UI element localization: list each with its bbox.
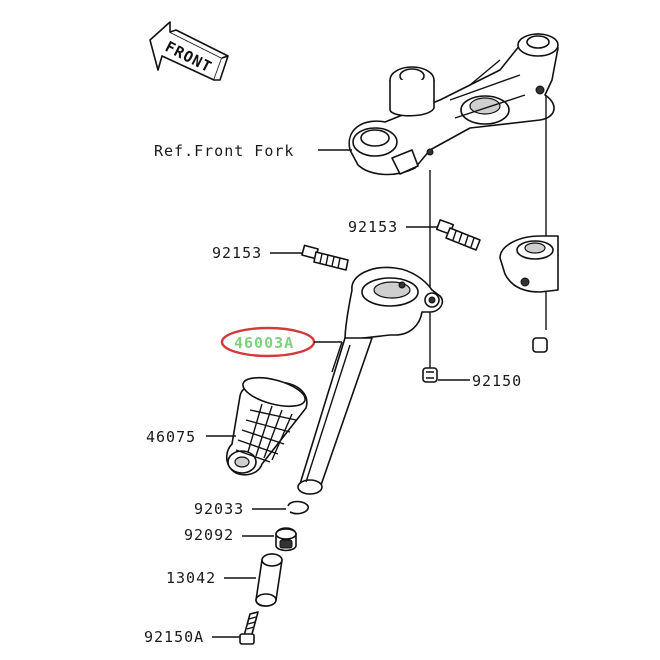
upper-triple-clamp bbox=[348, 33, 559, 176]
front-arrow-icon: FRONT bbox=[149, 21, 229, 81]
handlebar-part bbox=[297, 266, 444, 495]
right-clamp-piece bbox=[499, 235, 559, 293]
part-label-92033: 92033 bbox=[194, 500, 244, 518]
circlip-part bbox=[287, 500, 309, 515]
end-bolt-part bbox=[239, 611, 259, 645]
bolt-lower bbox=[422, 367, 438, 383]
part-label-46075: 46075 bbox=[146, 428, 196, 446]
bolt-left bbox=[301, 244, 349, 271]
part-label-13042: 13042 bbox=[166, 569, 216, 587]
part-label-92150A: 92150A bbox=[144, 628, 204, 646]
part-label-92153-upper: 92153 bbox=[348, 218, 398, 236]
bolt-upper-right bbox=[435, 219, 481, 251]
bolt-right-small bbox=[532, 337, 548, 353]
part-label-92153-left: 92153 bbox=[212, 244, 262, 262]
part-label-92150: 92150 bbox=[472, 372, 522, 390]
part-label-46003A: 46003A bbox=[234, 334, 294, 352]
part-label-92092: 92092 bbox=[184, 526, 234, 544]
leader-46003A-angle bbox=[331, 341, 343, 373]
damper-part bbox=[275, 527, 297, 552]
weight-part bbox=[255, 553, 283, 607]
ref-front-fork-label: Ref.Front Fork bbox=[154, 142, 294, 160]
grip-part bbox=[225, 376, 308, 476]
